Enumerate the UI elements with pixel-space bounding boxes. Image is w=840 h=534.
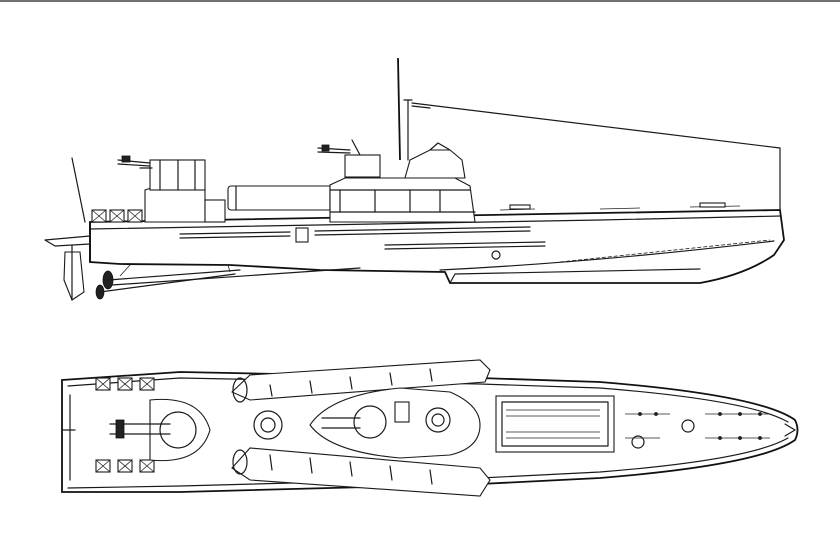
plan-engine-hatch [495,395,615,453]
prop-shaft-1 [107,269,241,281]
rudder [63,251,85,301]
side-elevation-view [44,57,785,301]
plan-torpedo-tube-upper [231,359,491,403]
prop-shaft-3 [111,267,361,286]
plan-stern-racks [95,377,155,473]
rail-3b [384,245,546,250]
plan-deck-edge [67,377,789,489]
rail-2 [314,226,531,232]
hull-plate [295,227,309,243]
rail-3 [384,241,546,246]
plan-aft-gun [109,398,211,462]
deckhouse [317,139,476,223]
porthole [491,250,501,260]
hull-outline [89,209,785,284]
stern-deck-overhang [44,235,91,247]
plan-hatch [253,410,283,440]
plan-transom [61,379,76,493]
plan-bridge [309,387,481,459]
plan-bow-fitting [784,423,796,437]
mast [397,57,781,211]
prop-shaft-2 [99,273,236,293]
plan-view [61,359,799,497]
hull-chine [439,240,775,271]
aft-gun-mount [117,155,226,223]
flagstaff [71,157,86,223]
plan-fittings [625,412,770,449]
hull-keel-line [449,268,701,284]
plan-hull-outline [61,371,799,493]
torpedo-tube-side [227,185,339,211]
rail-1b [179,235,291,239]
strut-2 [227,264,231,273]
rail-1 [179,231,291,235]
stern-racks [91,209,143,223]
rail-2b [314,230,531,236]
bow-strake [559,239,771,263]
antenna-wire [411,102,781,149]
strut [119,264,131,277]
plan-torpedo-tube-lower [231,447,491,497]
deck-edge [89,215,782,230]
